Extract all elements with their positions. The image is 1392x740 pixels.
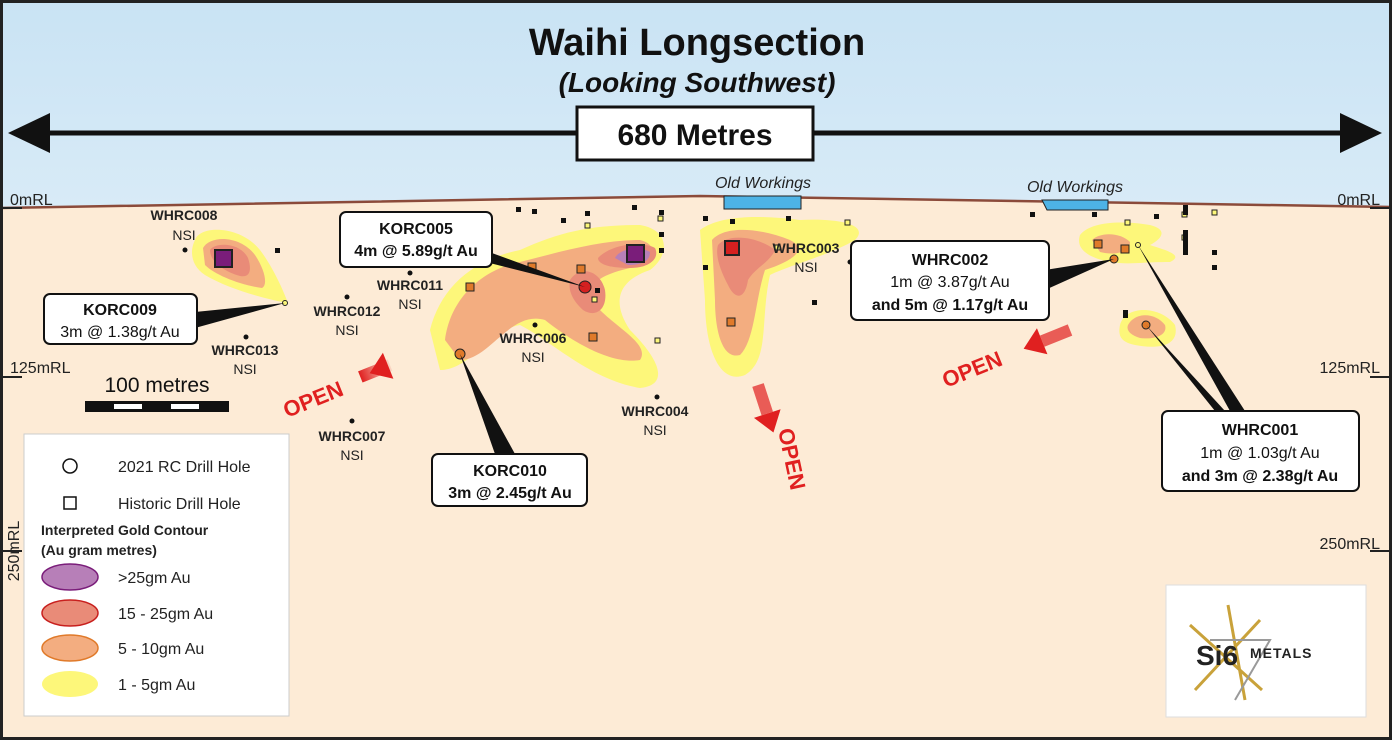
star-icon	[1188, 604, 1264, 701]
legend-rc-hole: 2021 RC Drill Hole	[118, 459, 251, 476]
legend: 2021 RC Drill Hole Historic Drill Hole I…	[23, 433, 290, 717]
old-workings	[723, 195, 802, 210]
legend-historic-hole: Historic Drill Hole	[118, 496, 241, 513]
scale-bar: 100 metres	[85, 374, 229, 412]
swatch-gt25	[41, 563, 99, 591]
svg-text:3m @ 1.38g/t Au: 3m @ 1.38g/t Au	[60, 324, 179, 341]
callout-korc005: KORC005 4m @ 5.89g/t Au	[339, 211, 493, 268]
rl-axis: 0mRL 125mRL 250mRL 0mRL 125mRL 250mRL	[0, 192, 1392, 581]
rl-label-0: 0mRL	[1337, 192, 1380, 209]
hole-label: WHRC007	[319, 428, 386, 444]
arrow-right-icon	[1340, 113, 1382, 153]
old-workings-label: Old Workings	[715, 175, 811, 192]
surface-line	[0, 194, 1392, 210]
svg-text:4m @ 5.89g/t Au: 4m @ 5.89g/t Au	[354, 243, 477, 260]
span-box	[575, 105, 815, 162]
circle-icon	[62, 458, 78, 474]
hole-label: WHRC003	[773, 240, 840, 256]
callout-korc010: KORC010 3m @ 2.45g/t Au	[431, 453, 588, 507]
svg-text:KORC005: KORC005	[379, 221, 453, 238]
historic-drill-holes	[214, 205, 1218, 344]
rl-label-250: 250mRL	[6, 521, 23, 582]
legend-contour-units: (Au gram metres)	[41, 542, 157, 558]
nsi-label: NSI	[340, 447, 363, 463]
legend-contour-title: Interpreted Gold Contour	[41, 522, 209, 538]
nsi-label: NSI	[398, 296, 421, 312]
swatch-1-5	[42, 671, 98, 697]
svg-text:KORC010: KORC010	[473, 463, 547, 480]
nsi-label: NSI	[172, 227, 195, 243]
ground	[0, 196, 1392, 740]
nsi-label: NSI	[233, 361, 256, 377]
diagram-title: Waihi Longsection	[529, 22, 865, 64]
company-logo: Si6 METALS	[1165, 584, 1367, 718]
rl-label-0: 0mRL	[10, 192, 53, 209]
callout-whrc001: WHRC001 1m @ 1.03g/t Au and 3m @ 2.38g/t…	[1161, 410, 1360, 492]
old-workings	[1041, 199, 1109, 211]
nsi-label: NSI	[643, 422, 666, 438]
swatch-15-25	[41, 599, 99, 627]
arrow-left-icon	[8, 113, 50, 153]
hole-label: WHRC012	[314, 303, 381, 319]
rl-label-250: 250mRL	[1320, 536, 1381, 553]
swatch-5-10	[41, 634, 99, 662]
hole-label: WHRC011	[377, 277, 443, 293]
callout-korc009: KORC009 3m @ 1.38g/t Au	[43, 293, 198, 345]
svg-text:>25gm Au: >25gm Au	[118, 570, 191, 587]
svg-text:5 - 10gm Au: 5 - 10gm Au	[118, 641, 204, 658]
square-icon	[63, 496, 77, 510]
nsi-label: NSI	[794, 259, 817, 275]
svg-text:15 - 25gm Au: 15 - 25gm Au	[118, 606, 213, 623]
hole-label: WHRC008	[151, 207, 218, 223]
hole-label: WHRC006	[500, 330, 567, 346]
callout-pointers	[195, 245, 1245, 454]
svg-text:1m @ 1.03g/t Au: 1m @ 1.03g/t Au	[1200, 445, 1319, 462]
diagram-subtitle: (Looking Southwest)	[559, 67, 836, 98]
nsi-label: NSI	[521, 349, 544, 365]
hole-label: WHRC013	[212, 342, 279, 358]
logo-suffix: METALS	[1250, 645, 1313, 661]
span-label: 680 Metres	[617, 119, 772, 152]
svg-text:WHRC002: WHRC002	[912, 252, 989, 269]
svg-text:3m @ 2.45g/t Au: 3m @ 2.45g/t Au	[448, 485, 571, 502]
nsi-label: NSI	[335, 322, 358, 338]
callout-whrc002: WHRC002 1m @ 3.87g/t Au and 5m @ 1.17g/t…	[850, 240, 1050, 321]
rl-label-125: 125mRL	[10, 360, 71, 377]
svg-text:and 5m @ 1.17g/t Au: and 5m @ 1.17g/t Au	[872, 297, 1028, 314]
svg-text:KORC009: KORC009	[83, 302, 157, 319]
svg-text:WHRC001: WHRC001	[1222, 422, 1299, 439]
hole-label: WHRC004	[622, 403, 689, 419]
logo-brand: Si6	[1196, 640, 1238, 671]
svg-text:1 - 5gm Au: 1 - 5gm Au	[118, 677, 195, 694]
svg-text:and 3m @ 2.38g/t Au: and 3m @ 2.38g/t Au	[1182, 468, 1338, 485]
svg-text:1m @ 3.87g/t Au: 1m @ 3.87g/t Au	[890, 274, 1009, 291]
rl-label-125: 125mRL	[1320, 360, 1381, 377]
scale-label: 100 metres	[104, 374, 209, 397]
old-workings-label: Old Workings	[1027, 179, 1123, 196]
